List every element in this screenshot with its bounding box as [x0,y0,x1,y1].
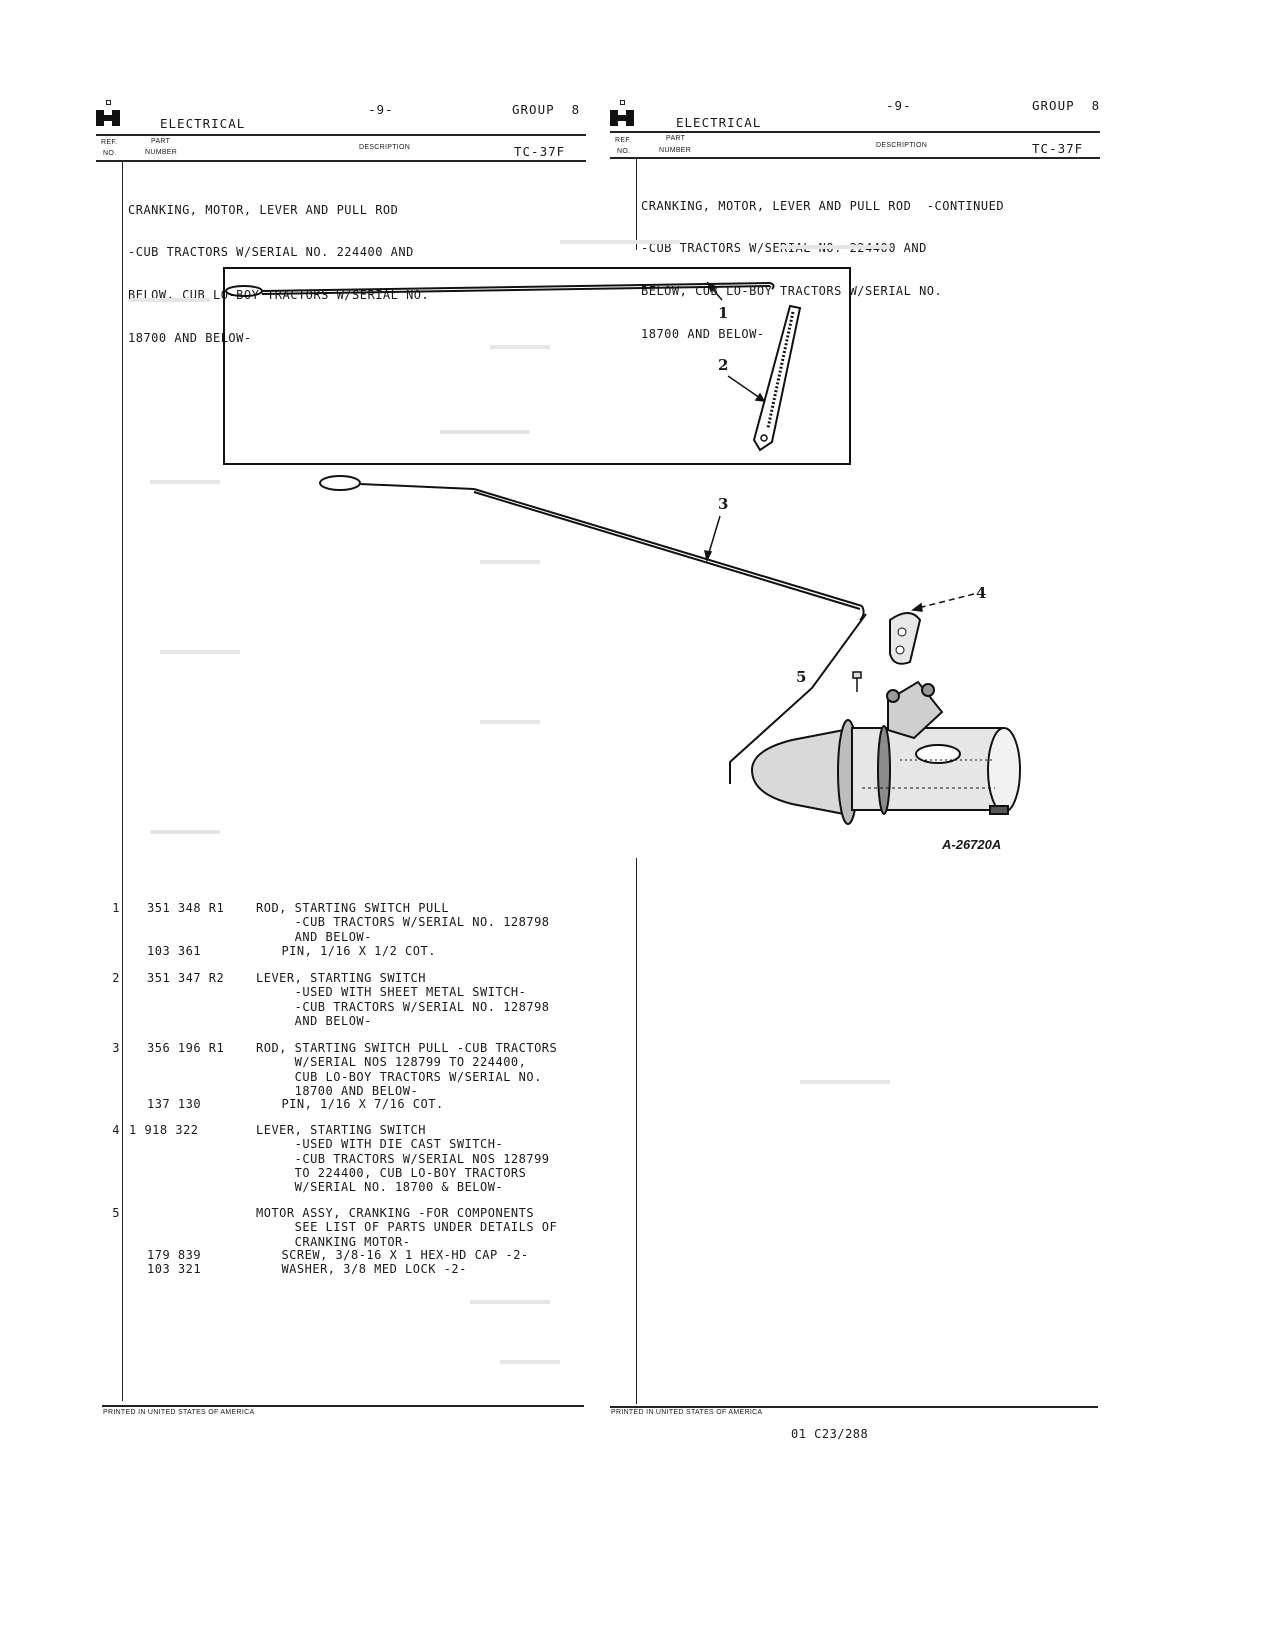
col-ref-label: NO. [103,150,117,157]
group-label: GROUP 8 [1032,98,1101,113]
page-number: -9- [368,102,394,117]
figure-id: A-26720A [942,837,1002,852]
ref-number: 4 [112,1123,120,1137]
page-number: -9- [886,98,912,113]
col-desc-label: DESCRIPTION [359,144,411,151]
callout-4: 4 [976,584,987,602]
ref-number: 2 [112,971,120,985]
part-number: 1 918 322 [129,1123,199,1137]
part-description: PIN, 1/16 X 7/16 COT. [266,1097,444,1111]
lever-4-drawing [889,612,922,665]
catalog-number: TC-37F [514,144,566,159]
part-description: PIN, 1/16 X 1/2 COT. [266,944,436,958]
ref-number: 3 [112,1041,120,1055]
rod-1-drawing [225,282,775,297]
part-number: 137 130 [147,1097,202,1111]
col-part-label: NUMBER [659,147,692,154]
callout-3: 3 [718,495,729,513]
document-code: 01 C23/288 [791,1427,869,1441]
section-title: ELECTRICAL [160,116,246,131]
part-description: LEVER, STARTING SWITCH -USED WITH SHEET … [256,971,550,1028]
part-number: 103 321 [147,1262,202,1276]
footer-rule [610,1406,1098,1408]
catalog-number: TC-37F [1032,141,1084,156]
printed-in-label: PRINTED IN UNITED STATES OF AMERICA [103,1409,255,1416]
ih-logo [96,100,120,126]
col-ref-label: NO. [617,148,631,155]
header-rule [96,134,586,136]
section-title: ELECTRICAL [676,115,762,130]
callout-5: 5 [796,668,807,686]
part-description: MOTOR ASSY, CRANKING -FOR COMPONENTS SEE… [256,1206,558,1249]
part-description: ROD, STARTING SWITCH PULL -CUB TRACTORS … [256,901,550,944]
part-description: SCREW, 3/8-16 X 1 HEX-HD CAP -2- [266,1248,529,1262]
part-description: LEVER, STARTING SWITCH -USED WITH DIE CA… [256,1123,550,1195]
part-description: WASHER, 3/8 MED LOCK -2- [266,1262,467,1276]
rod-3-drawing [319,475,865,621]
header-rule [610,157,1100,159]
part-number: 179 839 [147,1248,202,1262]
group-label: GROUP 8 [512,102,581,117]
ref-number: 5 [112,1206,120,1220]
col-part-label: PART [666,135,686,142]
ref-column-rule [636,858,637,1404]
part-number: 351 348 R1 [147,901,225,915]
ih-logo [610,100,634,126]
footer-rule [102,1405,584,1407]
header-rule [96,160,586,162]
col-part-label: PART [151,138,171,145]
col-desc-label: DESCRIPTION [876,142,928,149]
ref-column-rule [636,158,637,250]
part-number: 351 347 R2 [147,971,225,985]
ref-column-rule [122,161,123,1401]
callout-2: 2 [718,356,729,374]
header-rule [610,131,1100,133]
ref-number: 1 [112,901,120,915]
callout-1: 1 [718,304,729,322]
part-number: 356 196 R1 [147,1041,225,1055]
col-ref-label: REF. [101,139,118,146]
screw-drawing [852,671,862,692]
printed-in-label: PRINTED IN UNITED STATES OF AMERICA [611,1409,763,1416]
part-number: 103 361 [147,944,202,958]
cranking-motor-drawing [750,680,1021,825]
col-part-label: NUMBER [145,149,178,156]
lever-2-drawing [752,304,802,452]
assembly-title: CRANKING, MOTOR, LEVER AND PULL ROD -CUB… [128,202,430,346]
part-description: ROD, STARTING SWITCH PULL -CUB TRACTORS … [256,1041,558,1098]
col-ref-label: REF. [615,137,632,144]
